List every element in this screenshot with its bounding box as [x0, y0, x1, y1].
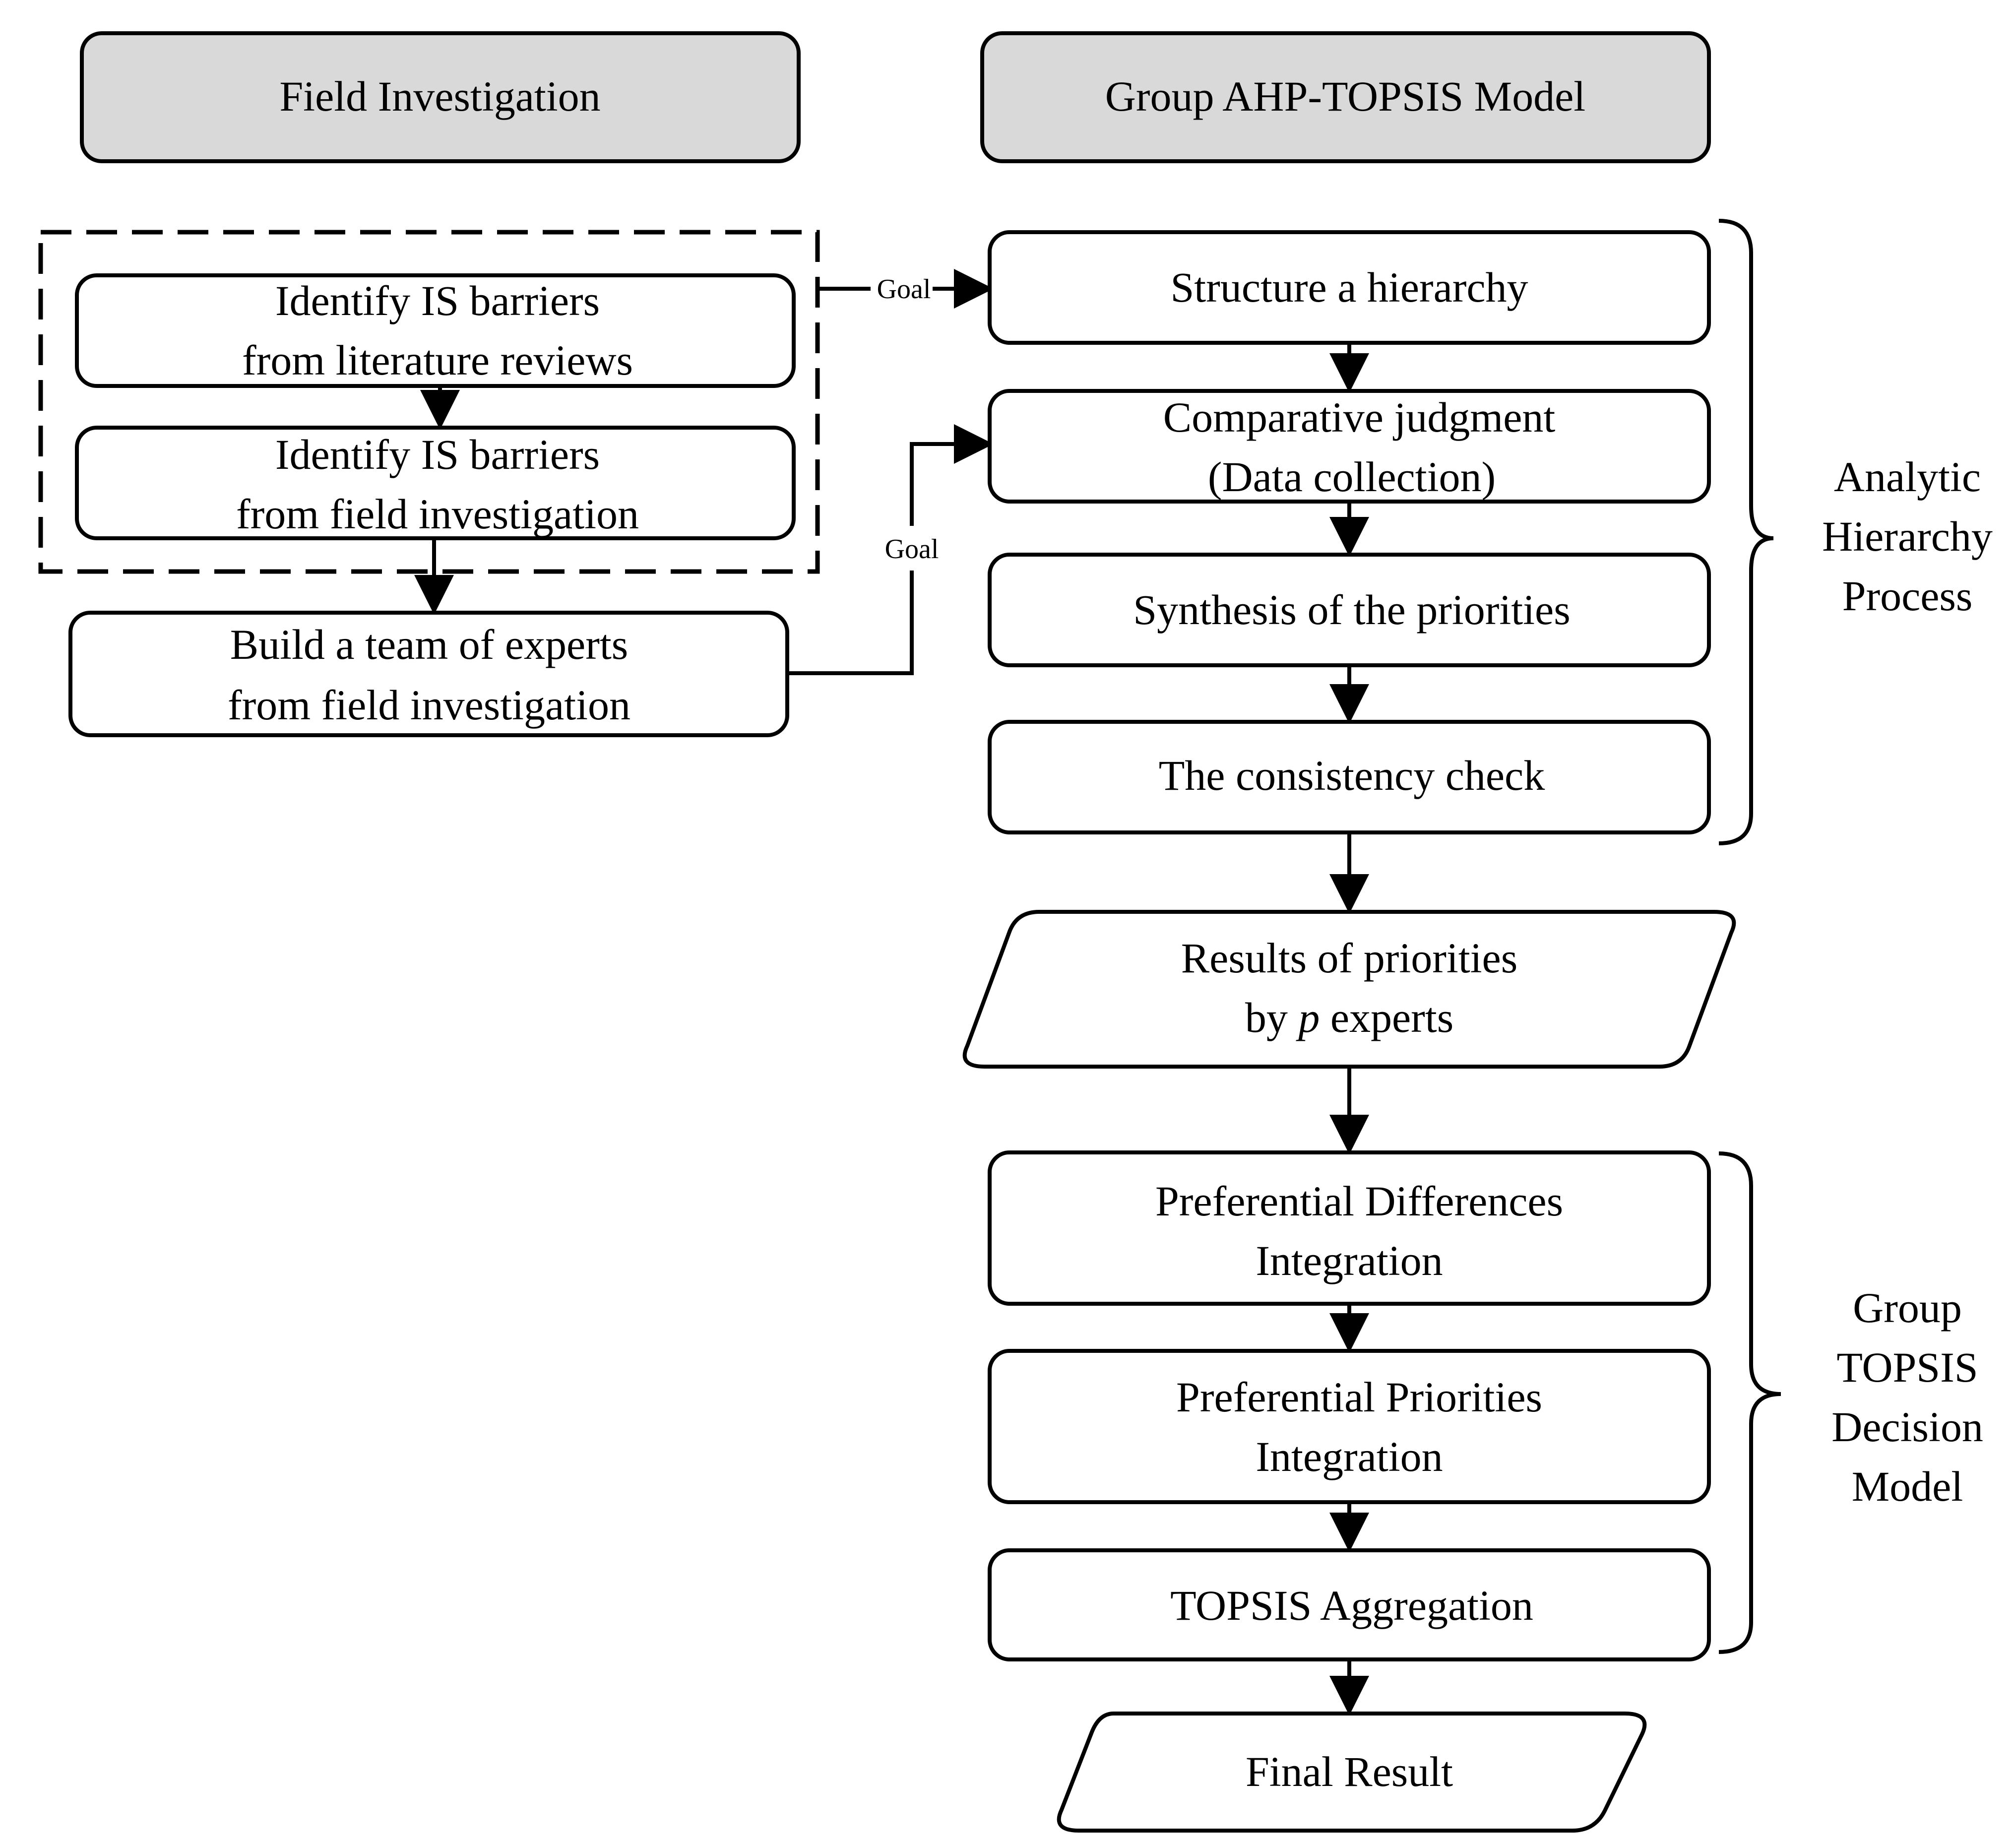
preferential-differences-line2: Integration	[1256, 1237, 1443, 1284]
topsis-bracket-line3: Decision	[1831, 1403, 1983, 1451]
ahp-bracket-line1: Analytic	[1834, 453, 1981, 501]
comparative-judgment-box: Comparative judgment (Data collection)	[988, 389, 1711, 504]
topsis-bracket-label: Group TOPSIS Decision Model	[1831, 1284, 1983, 1510]
topsis-bracket-line2: TOPSIS	[1836, 1343, 1978, 1391]
header-field-investigation-label: Field Investigation	[279, 72, 600, 120]
results-priorities-parallelogram: Results of priorities by p experts	[962, 910, 1736, 1069]
results-priorities-line2: by p experts	[1245, 994, 1453, 1041]
identify-barriers-field-line1: Identify IS barriers	[275, 431, 600, 478]
preferential-priorities-box: Preferential Priorities Integration	[988, 1349, 1711, 1504]
build-expert-team-box: Build a team of experts from field inves…	[68, 611, 789, 737]
topsis-bracket-line4: Model	[1852, 1462, 1963, 1510]
structure-hierarchy-label: Structure a hierarchy	[1170, 263, 1528, 311]
comparative-judgment-line1: Comparative judgment	[1163, 393, 1556, 441]
comparative-judgment-line2: (Data collection)	[1208, 453, 1496, 501]
header-field-investigation: Field Investigation	[80, 31, 801, 163]
goal-label-2: Goal	[885, 534, 939, 565]
preferential-priorities-line2: Integration	[1256, 1433, 1443, 1480]
goal-connector-2-upper	[910, 424, 994, 526]
results-priorities-line1: Results of priorities	[1181, 934, 1517, 982]
header-group-ahp-topsis-model: Group AHP-TOPSIS Model	[980, 31, 1711, 163]
topsis-curly-bracket	[1718, 1151, 1781, 1654]
preferential-differences-line1: Preferential Differences	[1155, 1177, 1563, 1225]
topsis-aggregation-label: TOPSIS Aggregation	[1170, 1582, 1533, 1629]
consistency-check-box: The consistency check	[988, 720, 1711, 834]
identify-barriers-field-line2: from field investigation	[236, 490, 639, 538]
synthesis-priorities-label: Synthesis of the priorities	[1133, 586, 1570, 634]
dashed-group-frame	[38, 230, 820, 574]
build-expert-team-line2: from field investigation	[228, 681, 630, 729]
topsis-bracket-line1: Group	[1853, 1284, 1962, 1332]
final-result-parallelogram: Final Result	[1057, 1712, 1647, 1833]
ahp-bracket-line3: Process	[1842, 572, 1973, 620]
preferential-priorities-line1: Preferential Priorities	[1176, 1373, 1542, 1421]
goal-connector-2-lower	[787, 571, 914, 675]
identify-barriers-literature-box: Identify IS barriers from literature rev…	[75, 273, 796, 388]
identify-barriers-literature-line1: Identify IS barriers	[275, 277, 600, 324]
ahp-curly-bracket	[1718, 219, 1774, 845]
preferential-differences-box: Preferential Differences Integration	[988, 1150, 1711, 1306]
identify-barriers-literature-line2: from literature reviews	[242, 336, 633, 384]
structure-hierarchy-box: Structure a hierarchy	[988, 230, 1711, 345]
build-expert-team-line1: Build a team of experts	[230, 621, 628, 668]
synthesis-priorities-box: Synthesis of the priorities	[988, 553, 1711, 667]
topsis-aggregation-box: TOPSIS Aggregation	[988, 1548, 1711, 1661]
goal-label-1: Goal	[877, 274, 931, 305]
identify-barriers-field-box: Identify IS barriers from field investig…	[75, 426, 796, 540]
ahp-bracket-label: Analytic Hierarchy Process	[1822, 453, 1993, 620]
consistency-check-label: The consistency check	[1159, 752, 1545, 799]
ahp-bracket-line2: Hierarchy	[1822, 512, 1993, 560]
final-result-label: Final Result	[1246, 1748, 1453, 1795]
header-group-ahp-topsis-model-label: Group AHP-TOPSIS Model	[1105, 72, 1585, 120]
